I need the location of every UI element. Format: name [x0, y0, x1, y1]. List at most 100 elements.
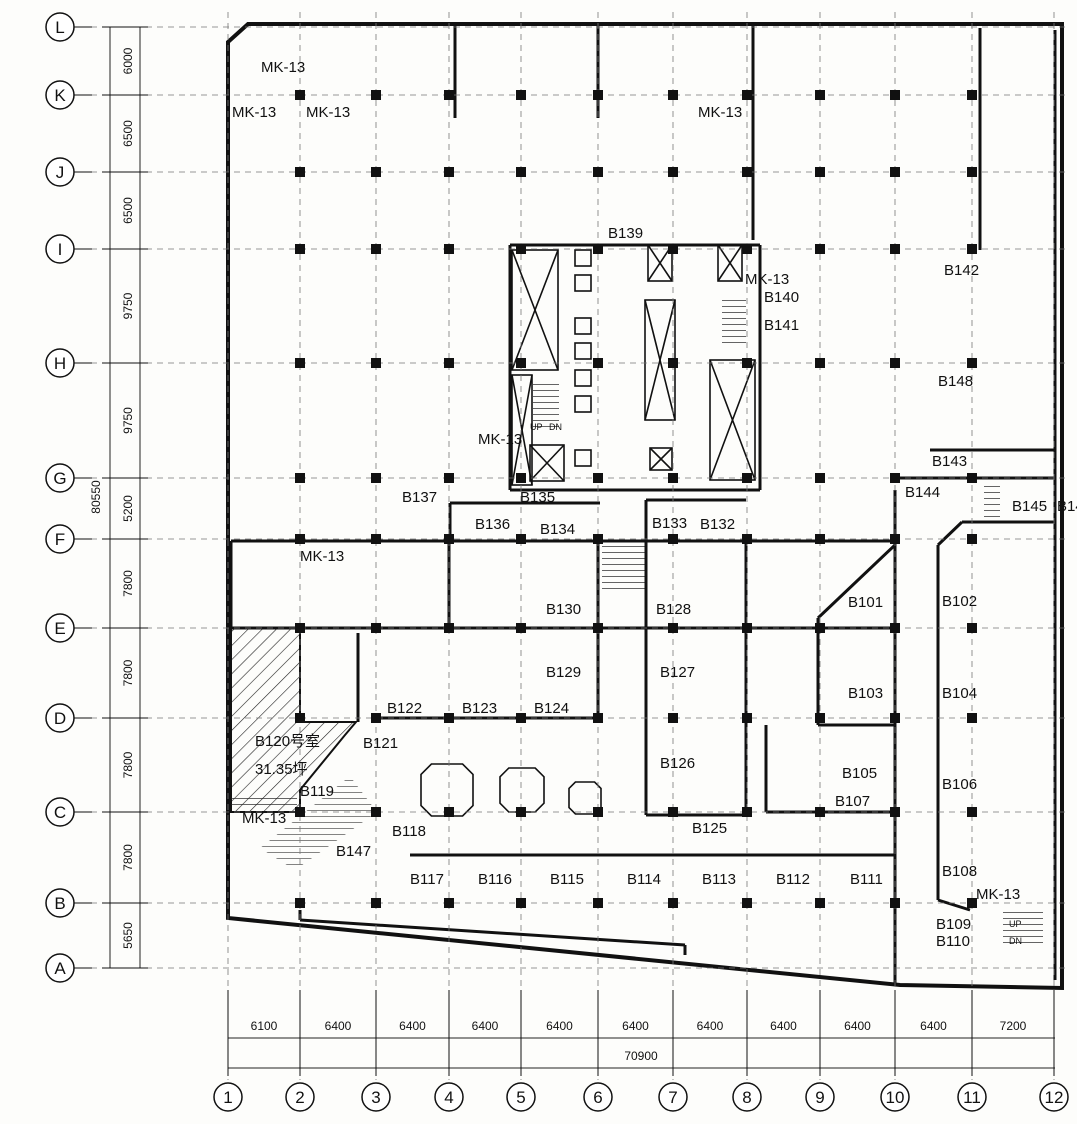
room-label: B127: [660, 664, 695, 681]
elevator-shaft: [709, 359, 756, 481]
vertical-dimension: 9750: [121, 292, 135, 319]
room-label: B104: [942, 685, 977, 702]
column: [890, 623, 900, 633]
stair-direction-label: DN: [1009, 936, 1022, 946]
row-bubble-label: G: [53, 469, 66, 488]
b120-area: 31.35坪: [255, 761, 308, 778]
room-label: B144: [905, 484, 940, 501]
diagonal-stair: [260, 776, 377, 870]
elevator-shaft: [649, 447, 673, 471]
horizontal-dimension-chain: [228, 1037, 1055, 1069]
b120-name: B120号室: [255, 733, 320, 750]
elevator-car: [574, 369, 592, 387]
col-bubble-label: 1: [223, 1088, 232, 1107]
room-label: B106: [942, 776, 977, 793]
horizontal-dimension: 6400: [920, 1019, 947, 1033]
door-label: MK-13: [745, 271, 789, 288]
col-bubble-label: 11: [963, 1088, 981, 1107]
horizontal-total-dimension: 70900: [624, 1049, 658, 1063]
row-bubble-label: A: [54, 959, 66, 978]
wall: [937, 898, 971, 912]
elevator-car: [574, 274, 592, 292]
column: [742, 898, 752, 908]
row-bubble-label: K: [54, 86, 66, 105]
row-bubble-label: C: [54, 803, 66, 822]
door-label: MK-13: [698, 104, 742, 121]
elevator-shaft: [511, 374, 533, 486]
building-outline: [226, 22, 1064, 991]
horizontal-dimension: 7200: [1000, 1019, 1027, 1033]
central-stair: [602, 537, 646, 589]
col-bubble-label: 10: [886, 1088, 905, 1107]
column: [516, 244, 526, 254]
column: [516, 713, 526, 723]
room-label: B116: [478, 871, 512, 888]
column: [593, 807, 603, 817]
horizontal-dimension: 6400: [472, 1019, 499, 1033]
column: [742, 90, 752, 100]
horizontal-dimension: 6100: [251, 1019, 278, 1033]
room-label: B113: [702, 871, 736, 888]
column: [815, 534, 825, 544]
column: [668, 898, 678, 908]
room-label: B143: [932, 453, 967, 470]
stair-direction-label: DN: [549, 422, 562, 432]
column: [668, 534, 678, 544]
column: [444, 473, 454, 483]
room-label: B147: [336, 843, 371, 860]
elevator-cross: [511, 374, 533, 486]
column: [815, 90, 825, 100]
room-label: B139: [608, 225, 643, 242]
column: [516, 807, 526, 817]
column: [444, 534, 454, 544]
column: [444, 90, 454, 100]
elevator-cross: [644, 299, 676, 421]
stair-g11: [984, 482, 1000, 518]
row-bubble-label: B: [54, 894, 65, 913]
column: [444, 244, 454, 254]
door-label: MK-13: [242, 810, 286, 827]
elevator-cross: [717, 244, 743, 282]
room-label: B128: [656, 601, 691, 618]
vertical-total-dimension: 80550: [89, 480, 103, 514]
col-bubble: [732, 1082, 762, 1112]
room-label: B115: [550, 871, 584, 888]
column: [815, 713, 825, 723]
room-label: B114: [627, 871, 661, 888]
room-label: B124: [534, 700, 569, 717]
room-label: B130: [546, 601, 581, 618]
elevator-car: [574, 449, 592, 467]
room-label: B101: [848, 594, 883, 611]
room-label: B117: [410, 871, 444, 888]
horizontal-dimension: 6400: [325, 1019, 352, 1033]
room-label: B109: [936, 916, 971, 933]
horizontal-dimension: 6400: [770, 1019, 797, 1033]
column: [815, 244, 825, 254]
vertical-dimension: 5200: [121, 495, 135, 522]
column: [444, 713, 454, 723]
room-label: B129: [546, 664, 581, 681]
col-bubble: [957, 1082, 987, 1112]
column: [668, 473, 678, 483]
column: [742, 534, 752, 544]
horizontal-dimension: 6400: [844, 1019, 871, 1033]
column: [295, 244, 305, 254]
elevator-car: [574, 249, 592, 267]
room-label: B110: [936, 933, 970, 950]
row-bubble-label: L: [55, 18, 64, 37]
column: [593, 90, 603, 100]
vertical-dimension: 6000: [121, 47, 135, 74]
room-label: B105: [842, 765, 877, 782]
column: [593, 713, 603, 723]
column: [890, 167, 900, 177]
elevator-cross: [709, 359, 756, 481]
column: [668, 90, 678, 100]
elevator-shaft: [647, 244, 673, 282]
column: [516, 167, 526, 177]
column: [593, 898, 603, 908]
column: [371, 807, 381, 817]
horizontal-dimension: 6400: [546, 1019, 573, 1033]
room-label: B119: [300, 783, 334, 800]
column: [516, 898, 526, 908]
column: [742, 623, 752, 633]
